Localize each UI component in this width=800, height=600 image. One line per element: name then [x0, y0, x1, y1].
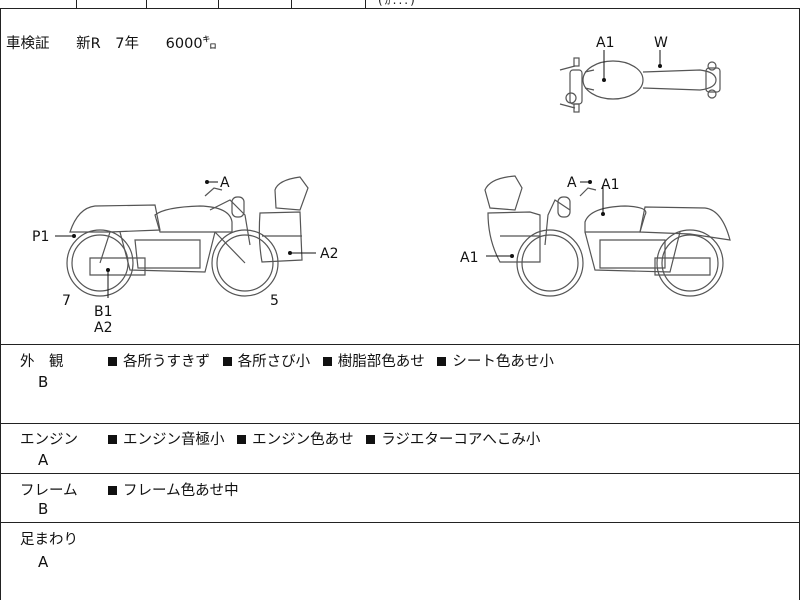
label-right-a1: A1: [601, 177, 619, 193]
section-grade: A: [38, 451, 49, 469]
column-divider: [218, 0, 219, 8]
column-divider: [291, 0, 292, 8]
square-bullet-icon: [237, 435, 247, 444]
section-label: 外 観: [20, 354, 64, 370]
condition-item: エンジン色あせ: [252, 432, 354, 448]
label-left-7: 7: [62, 293, 71, 309]
section-label: フレーム: [20, 483, 78, 499]
registration-type: 車検証: [6, 36, 50, 52]
label-left-a: A: [220, 175, 230, 191]
square-bullet-icon: [322, 357, 332, 366]
registration-years: 7年: [115, 36, 140, 52]
header-table-strip: (ｶ...): [0, 0, 800, 9]
square-bullet-icon: [108, 357, 117, 366]
square-bullet-icon: [108, 486, 117, 495]
motorcycle-top-view: [559, 57, 721, 113]
section-grade: B: [38, 373, 49, 391]
square-bullet-icon: [366, 435, 376, 444]
column-divider: [365, 0, 366, 8]
condition-item: 各所うすきず: [123, 354, 210, 370]
condition-item: 樹脂部色あせ: [337, 354, 425, 370]
section-items: エンジン音極小 エンジン色あせ ラジエターコアへこみ小: [108, 428, 548, 449]
motorcycle-right-view: [484, 175, 731, 297]
square-bullet-icon: [222, 357, 232, 366]
section-divider: [0, 344, 800, 345]
section-divider: [0, 522, 800, 523]
section-divider: [0, 423, 800, 424]
label-top-w: W: [654, 35, 668, 51]
label-left-b1: B1: [94, 304, 113, 320]
column-divider: [76, 0, 77, 8]
condition-item: エンジン音極小: [123, 432, 225, 448]
condition-item: フレーム色あせ中: [123, 483, 239, 499]
section-items: フレーム色あせ中: [108, 479, 247, 500]
section-grade: B: [38, 500, 49, 518]
section-items: 各所うすきず 各所さび小 樹脂部色あせ シート色あせ小: [108, 350, 562, 371]
condition-item: シート色あせ小: [452, 354, 554, 370]
section-label: 足まわり: [20, 532, 78, 548]
motorcycle-damage-diagram: A1 W A P1 A2 7 5 B1 A2 A A1 A1: [32, 35, 731, 336]
section-grade: A: [38, 553, 49, 571]
square-bullet-icon: [437, 357, 447, 366]
square-bullet-icon: [108, 435, 117, 444]
header-fragment: (ｶ...): [378, 0, 417, 7]
registration-info: 車検証 新R 7年 6000㌔: [6, 32, 239, 53]
label-left-a2b: A2: [94, 320, 112, 336]
label-left-p1: P1: [32, 229, 49, 245]
registration-status: 新R: [76, 36, 101, 52]
label-right-a: A: [567, 175, 577, 191]
section-divider: [0, 473, 800, 474]
condition-item: 各所さび小: [237, 354, 311, 370]
label-left-a2: A2: [320, 246, 338, 262]
column-divider: [146, 0, 147, 8]
section-label: エンジン: [20, 432, 78, 448]
label-top-a1: A1: [596, 35, 614, 51]
label-left-5: 5: [270, 293, 279, 309]
registration-mileage: 6000㌔: [165, 36, 218, 52]
motorcycle-left-view: [66, 176, 309, 297]
condition-item: ラジエターコアへこみ小: [381, 432, 541, 448]
label-right-a1b: A1: [460, 250, 478, 266]
